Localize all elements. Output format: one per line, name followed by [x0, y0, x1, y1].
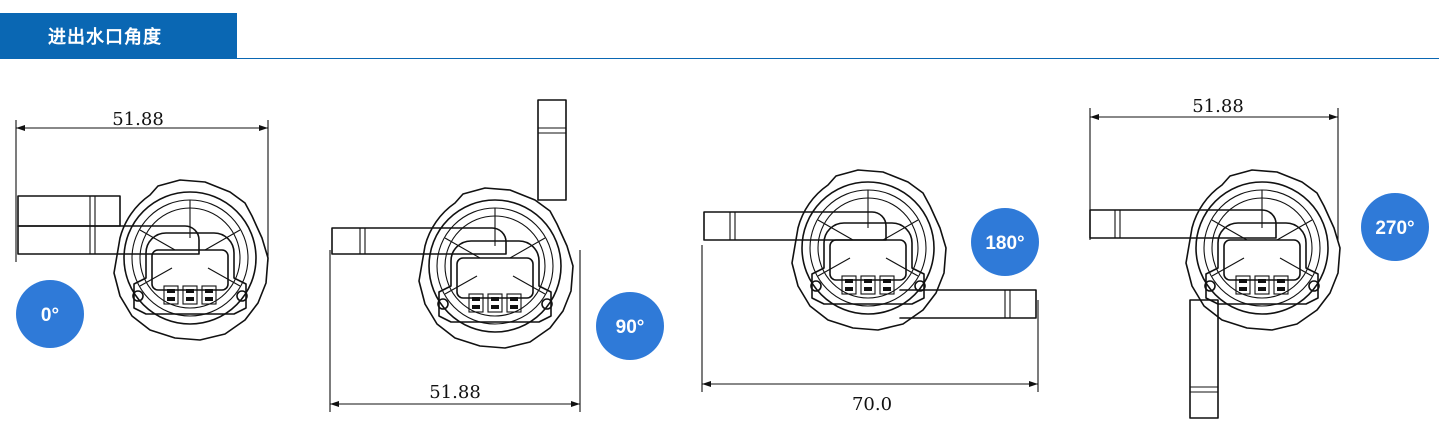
angle-badge-1 — [596, 292, 664, 360]
section-title-tab: 进出水口角度 — [0, 13, 237, 59]
view-180-deg: 70.0 180° — [701, 169, 1039, 415]
header-divider — [237, 58, 1439, 59]
dimension-label-0: 51.88 — [112, 109, 164, 130]
view-0-deg: 51.88 0° — [15, 109, 269, 348]
dimension-label-3: 51.88 — [1192, 96, 1244, 117]
angle-badge-2 — [971, 208, 1039, 276]
dimension-label-2: 70.0 — [852, 394, 892, 415]
section-title: 进出水口角度 — [48, 27, 162, 48]
angle-badge-0 — [16, 280, 84, 348]
angle-label-3: 270° — [1375, 218, 1414, 239]
pump-drawings: 51.88 0° 51.88 90° 70.0 — [15, 96, 1429, 419]
dimension-label-1: 51.88 — [429, 382, 481, 403]
angle-badge-3 — [1361, 193, 1429, 261]
angle-label-2: 180° — [985, 233, 1024, 254]
view-270-deg: 51.88 270° — [1089, 96, 1429, 419]
view-90-deg: 51.88 90° — [329, 99, 664, 412]
angle-label-0: 0° — [41, 305, 59, 326]
angle-label-1: 90° — [616, 317, 645, 338]
